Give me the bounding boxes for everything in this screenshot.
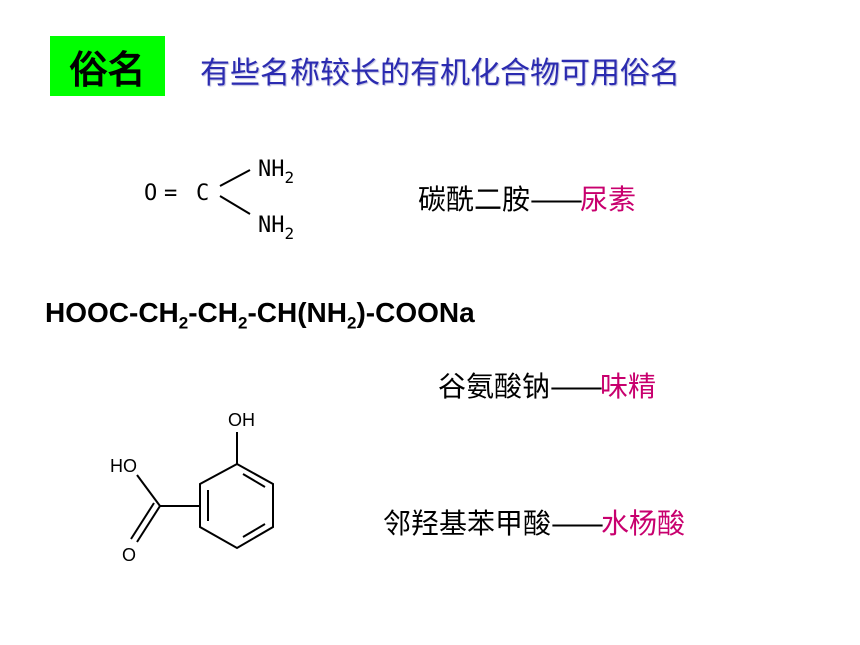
section-title: 俗名 bbox=[69, 47, 146, 92]
urea-double-bond: = bbox=[164, 181, 177, 206]
salicylic-systematic-name: 邻羟基苯甲酸 bbox=[383, 507, 552, 540]
msg-formula-sub: 2 bbox=[347, 313, 357, 333]
urea-nh-upper-sub: 2 bbox=[285, 168, 295, 187]
msg-common-name: 味精 bbox=[600, 370, 657, 403]
urea-structure: O = C NH2 NH2 bbox=[144, 157, 294, 243]
urea-atom-nh2-upper: NH2 bbox=[258, 157, 294, 187]
urea-atom-o: O bbox=[144, 181, 157, 206]
msg-systematic-name: 谷氨酸钠 bbox=[438, 370, 551, 403]
substituent-bonds bbox=[130, 432, 238, 543]
msg-formula-sub: 2 bbox=[238, 313, 248, 333]
msg-dash: —— bbox=[550, 370, 603, 403]
salicylic-dash: —— bbox=[551, 507, 604, 540]
msg-formula-sub: 2 bbox=[178, 313, 189, 333]
subtitle: 有些名称较长的有机化合物可用俗名 bbox=[200, 56, 680, 91]
msg-formula: HOOC-CH2-CH2-CH(NH2)-COONa bbox=[45, 297, 475, 334]
msg-name-line: 谷氨酸钠——味精 bbox=[438, 365, 656, 405]
salicylic-name-line: 邻羟基苯甲酸——水杨酸 bbox=[383, 502, 685, 542]
urea-common-name: 尿素 bbox=[580, 183, 637, 216]
urea-nh-lower-sub: 2 bbox=[285, 224, 295, 243]
msg-formula-part: -CH bbox=[188, 297, 238, 328]
benzene-ring bbox=[199, 462, 274, 550]
section-title-badge: 俗名 bbox=[50, 36, 165, 96]
msg-formula-part: )-COONa bbox=[356, 297, 475, 328]
salicylic-atom-ho: HO bbox=[110, 456, 137, 476]
salicylic-atom-oh: OH bbox=[228, 410, 255, 430]
urea-systematic-name: 碳酰二胺 bbox=[418, 183, 531, 216]
salicylic-common-name: 水杨酸 bbox=[601, 507, 686, 540]
urea-nh-upper: NH bbox=[258, 157, 285, 182]
salicylic-atom-o: O bbox=[122, 545, 136, 565]
urea-bond-lower bbox=[219, 195, 251, 215]
urea-atom-nh2-lower: NH2 bbox=[258, 213, 294, 243]
msg-formula-part: HOOC-CH bbox=[45, 297, 179, 328]
urea-dash: —— bbox=[530, 183, 583, 216]
salicylic-acid-structure: OH HO O bbox=[110, 410, 274, 565]
msg-formula-part: -CH(NH bbox=[247, 297, 347, 328]
urea-atom-c: C bbox=[196, 181, 209, 206]
urea-bond-upper bbox=[219, 169, 251, 187]
urea-nh-lower: NH bbox=[258, 213, 285, 238]
urea-name-line: 碳酰二胺——尿素 bbox=[418, 178, 636, 218]
